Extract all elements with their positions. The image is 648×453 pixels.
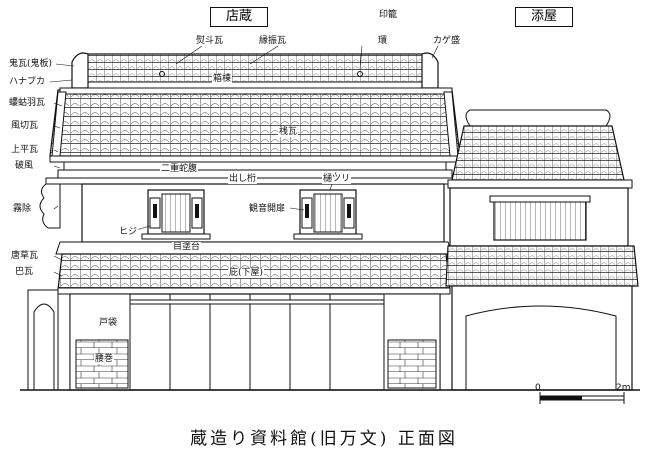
drawing-caption: 蔵造り資料館(旧万文) 正面図	[190, 429, 458, 449]
label-kirigawara: 風切瓦	[10, 121, 40, 131]
label-koshimaki: 腰巻	[94, 354, 115, 364]
label-hitsuri: 樋ツリ	[322, 174, 352, 184]
main-building	[27, 52, 461, 391]
label-nijujabara: 二重蛇腹	[160, 164, 199, 174]
label-hiji: ヒジ	[118, 227, 139, 237]
label-inro: 印籠	[378, 10, 399, 20]
label-karakusa: 唐草瓦	[10, 251, 40, 261]
main-roof	[49, 89, 461, 157]
label-sangawara: 桟瓦	[278, 127, 299, 137]
label-kannonbiraki: 観音開扉	[248, 204, 287, 214]
storefront	[69, 293, 441, 391]
section-title-main: 店蔵	[210, 7, 268, 27]
label-tomoe: 巴瓦	[14, 267, 35, 277]
onigawara-right	[421, 52, 439, 89]
label-kerabahane: 螻蛄羽瓦	[8, 98, 47, 108]
leader-lines	[49, 45, 439, 277]
annex-roof	[451, 125, 625, 181]
label-tobukuro: 戸袋	[98, 318, 119, 328]
koshimaki-left	[75, 339, 129, 389]
scale-bar	[539, 392, 625, 404]
label-menurdai: 目塗台	[172, 242, 202, 252]
scale-label-two: 2m	[616, 383, 631, 393]
label-kagemori: カゲ盛	[432, 36, 462, 46]
label-noshi: 熨斗瓦	[195, 36, 225, 46]
annex-building	[445, 109, 639, 391]
label-agehira: 上平瓦	[10, 145, 40, 155]
section-title-annex: 添屋	[515, 7, 573, 27]
label-enburi: 縁振瓦	[258, 36, 288, 46]
label-hanabuka: ハナブカ	[8, 77, 47, 87]
label-onigawara: 鬼瓦(鬼板)	[8, 59, 54, 69]
label-kiriyoke: 霧除	[12, 204, 33, 214]
label-hisashi: 庇(下屋)	[228, 268, 265, 278]
scale-label-zero: 0	[535, 383, 541, 393]
label-tama: 環	[377, 36, 389, 46]
label-hakomune: 箱棟	[212, 74, 233, 84]
onigawara-left	[71, 52, 89, 89]
label-dashigeta: 出し桁	[228, 174, 258, 184]
label-hafu: 破風	[14, 161, 35, 171]
